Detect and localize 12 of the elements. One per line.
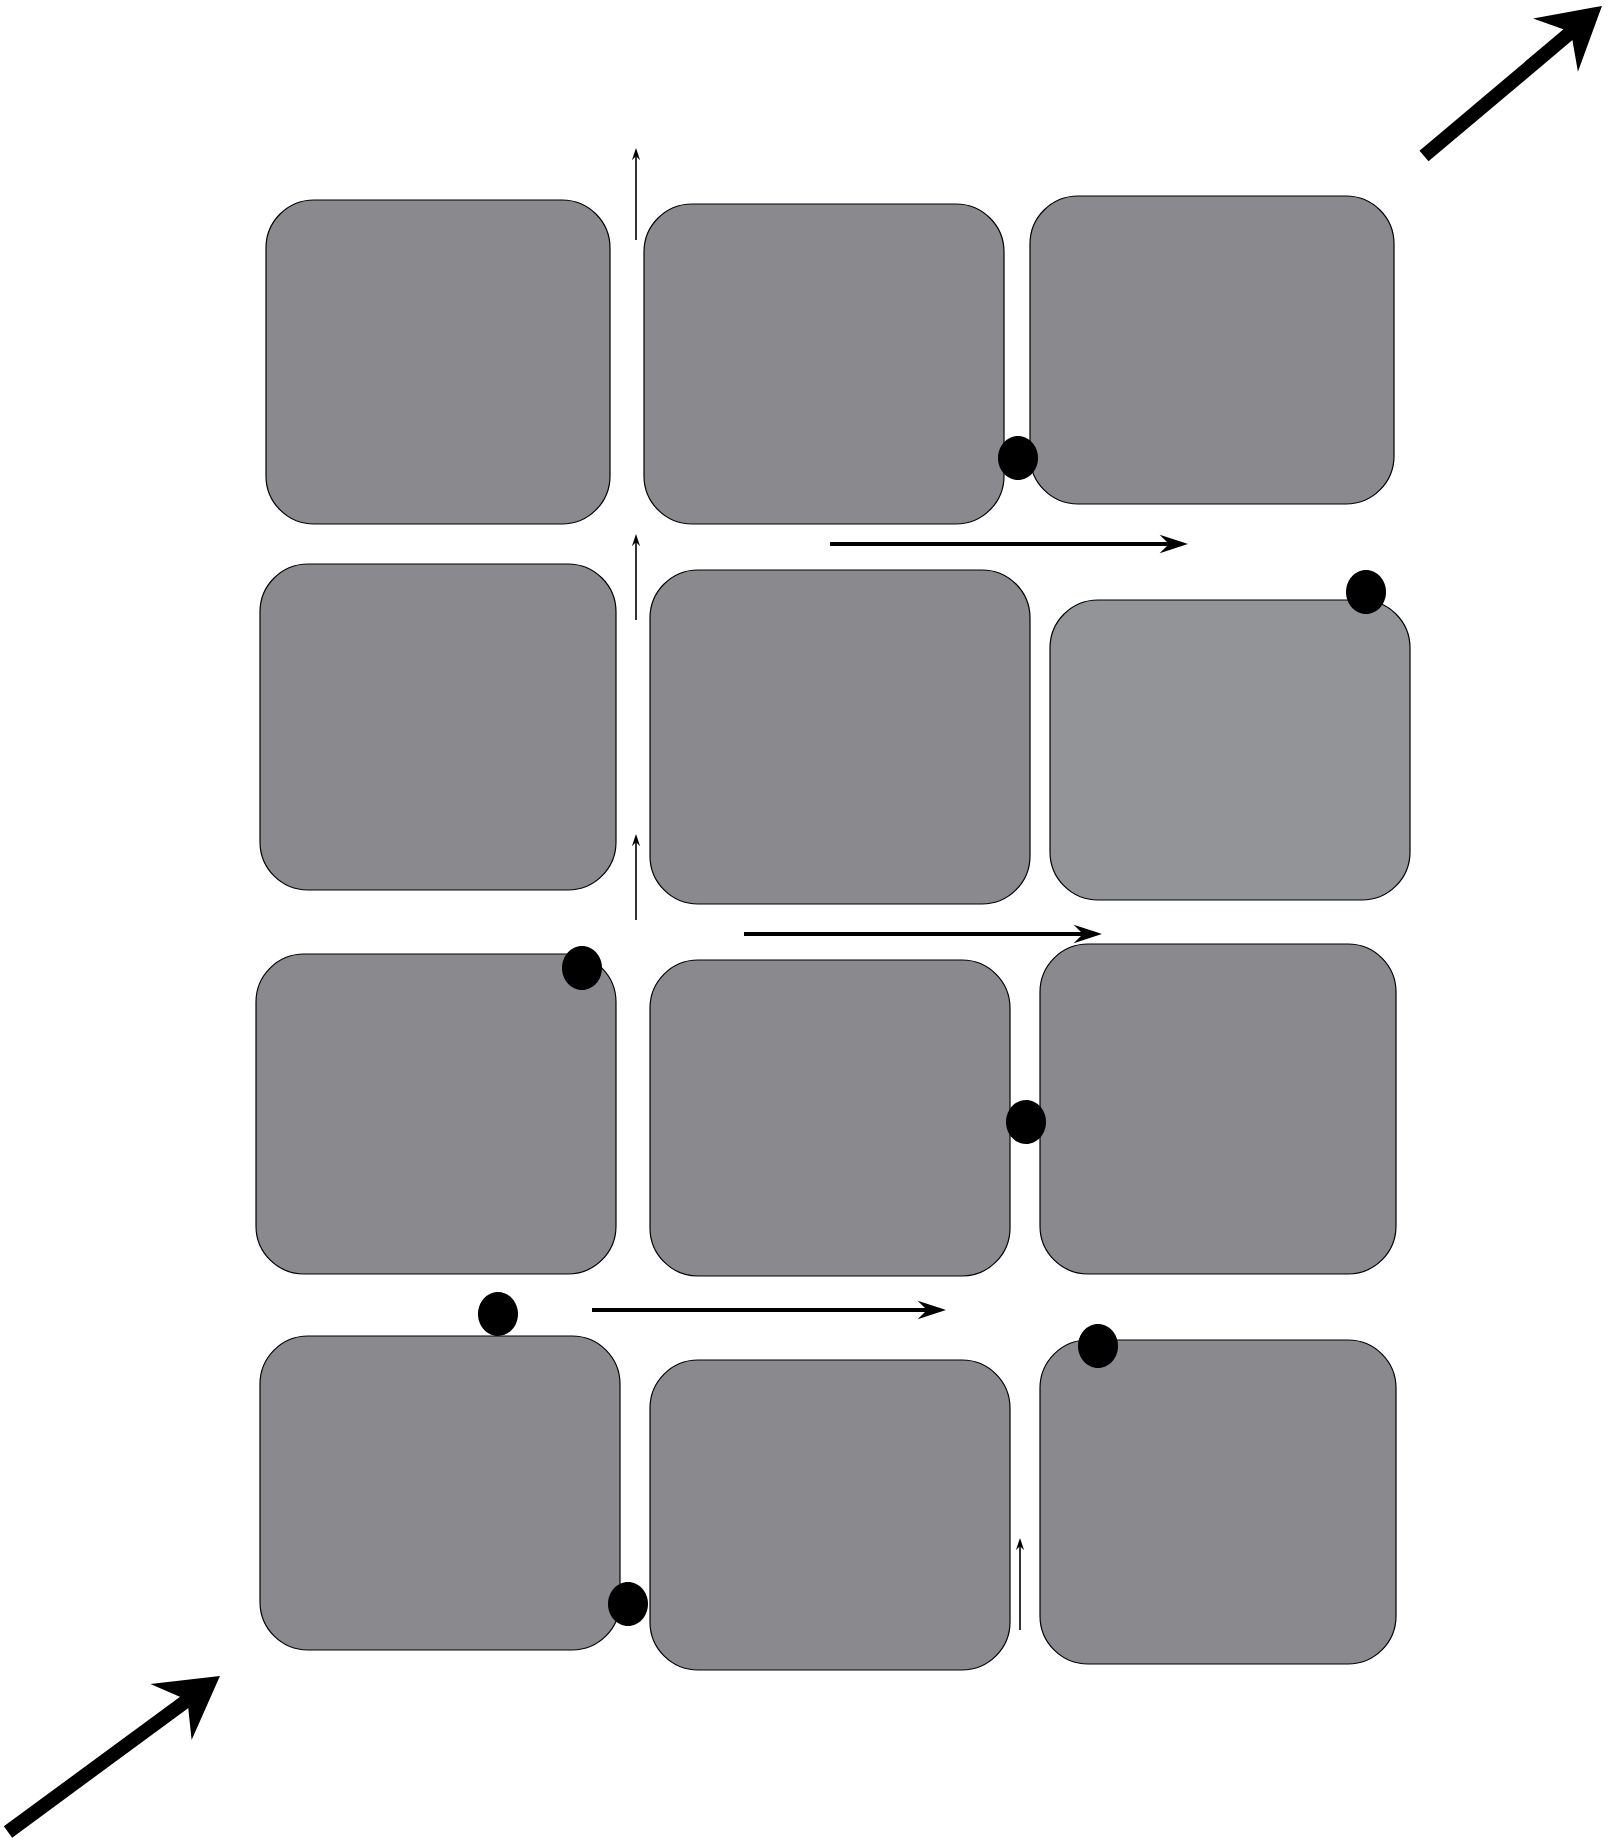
grain [259, 1335, 621, 1651]
grain [649, 959, 1011, 1277]
grain [643, 203, 1005, 525]
grain [649, 1359, 1011, 1671]
grain [255, 953, 617, 1275]
grain [1039, 1339, 1397, 1665]
grain [1049, 599, 1411, 901]
grain [265, 199, 611, 525]
grain [649, 569, 1031, 905]
grain [1029, 195, 1395, 505]
grain [259, 563, 617, 891]
grain [1039, 943, 1397, 1275]
